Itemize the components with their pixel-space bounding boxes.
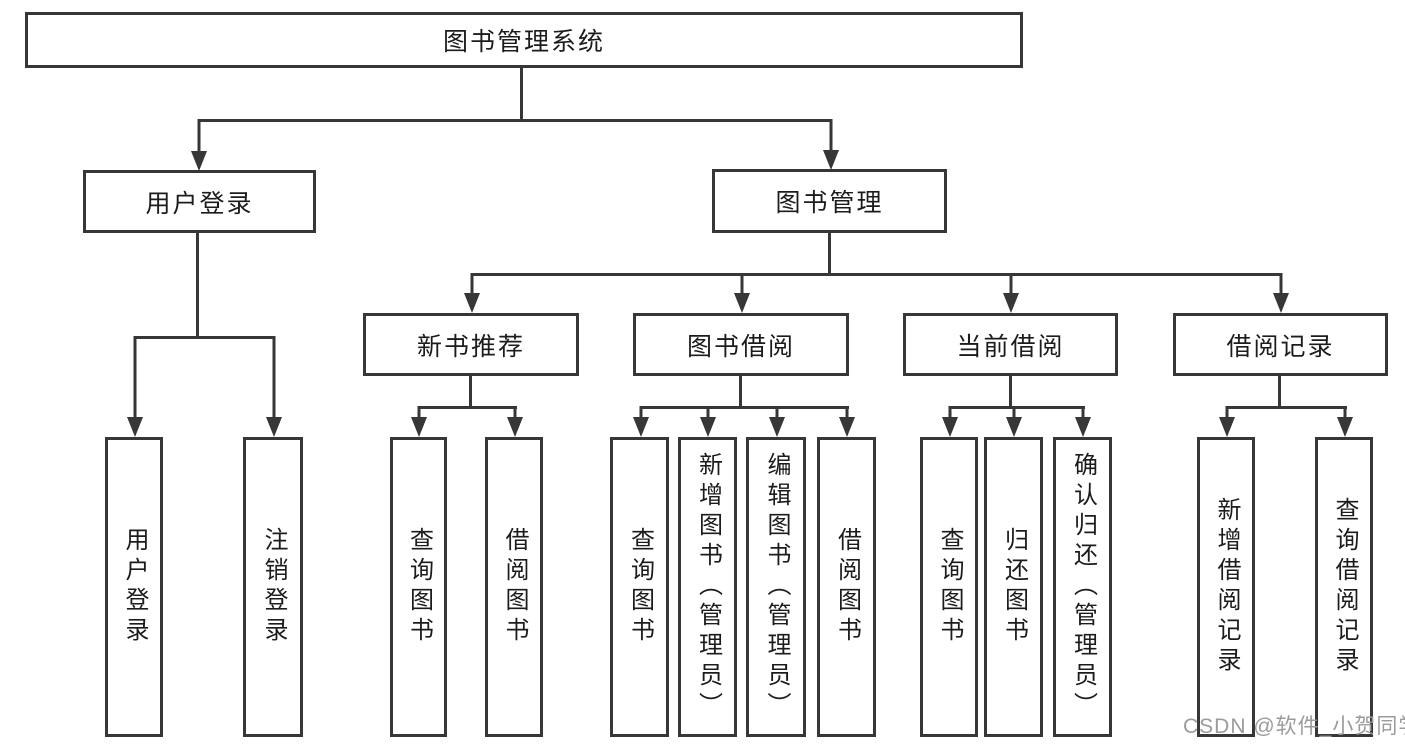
leaf-user-login: 用户登录	[105, 437, 163, 737]
arrow-to-new-book-recommendation-icon	[463, 273, 480, 313]
connector-book-management-split	[471, 273, 1282, 276]
arrow-to-leaf-borrow-books-2-icon	[838, 406, 855, 437]
node-root: 图书管理系统	[25, 12, 1023, 68]
leaf-query-books-2-label: 查询图书	[626, 527, 654, 647]
arrow-to-leaf-confirm-return-icon	[1074, 406, 1091, 437]
connector-book-borrowing-stem	[739, 376, 742, 409]
arrow-to-user-login-icon	[190, 119, 207, 171]
arrow-to-leaf-query-books-1-icon	[410, 406, 427, 437]
arrow-to-leaf-borrow-books-1-icon	[506, 406, 523, 437]
arrow-to-leaf-return-books-icon	[1005, 406, 1022, 437]
arrow-to-book-management-icon	[822, 119, 839, 170]
node-new-book-recommendation-label: 新书推荐	[416, 332, 525, 361]
leaf-query-books-1-label: 查询图书	[405, 527, 433, 647]
connector-new-book-stem	[469, 376, 472, 409]
connector-user-login-stem	[196, 233, 199, 339]
leaf-add-borrow-record: 新增借阅记录	[1197, 437, 1255, 737]
leaf-user-login-label: 用户登录	[120, 527, 148, 647]
node-borrowing-records-label: 借阅记录	[1226, 332, 1335, 361]
leaf-borrow-books-2: 借阅图书	[817, 437, 876, 737]
arrow-to-leaf-query-borrow-record-icon	[1336, 406, 1353, 437]
node-root-label: 图书管理系统	[442, 28, 605, 56]
arrow-to-borrowing-records-icon	[1272, 273, 1289, 313]
connector-root-split	[198, 119, 832, 122]
arrow-to-leaf-query-books-3-icon	[941, 406, 958, 437]
leaf-query-books-1: 查询图书	[390, 437, 447, 737]
leaf-logout: 注销登录	[243, 437, 303, 737]
arrow-to-leaf-logout-icon	[265, 336, 282, 437]
leaf-query-borrow-record-label: 查询借阅记录	[1330, 497, 1358, 677]
leaf-borrow-books-2-label: 借阅图书	[833, 527, 861, 647]
csdn-watermark: CSDN @软件_小贺同学	[1183, 715, 1405, 738]
connector-root-stem	[520, 67, 523, 122]
leaf-edit-books-admin: 编辑图书（管理员）	[746, 437, 806, 737]
leaf-logout-label: 注销登录	[259, 527, 287, 647]
leaf-query-borrow-record: 查询借阅记录	[1315, 437, 1373, 737]
node-book-borrowing: 图书借阅	[633, 313, 849, 376]
connector-borrowing-records-split	[1226, 406, 1347, 409]
leaf-confirm-return-admin-label: 确认归还（管理员）	[1069, 452, 1097, 722]
node-borrowing-records: 借阅记录	[1173, 313, 1388, 376]
connector-current-borrowing-stem	[1009, 376, 1012, 409]
node-user-login-label: 用户登录	[145, 189, 254, 218]
arrow-to-leaf-user-login-icon	[126, 336, 143, 437]
leaf-return-books: 归还图书	[984, 437, 1043, 737]
connector-book-management-stem	[828, 233, 831, 276]
node-current-borrowing-label: 当前借阅	[956, 332, 1065, 361]
arrow-to-leaf-query-books-2-icon	[632, 406, 649, 437]
arrow-to-current-borrowing-icon	[1002, 273, 1019, 313]
arrow-to-book-borrowing-icon	[733, 273, 750, 313]
node-new-book-recommendation: 新书推荐	[363, 313, 579, 376]
leaf-add-borrow-record-label: 新增借阅记录	[1212, 497, 1240, 677]
connector-borrowing-records-stem	[1278, 376, 1281, 409]
leaf-return-books-label: 归还图书	[1000, 527, 1028, 647]
node-book-borrowing-label: 图书借阅	[686, 332, 795, 361]
leaf-add-books-admin: 新增图书（管理员）	[678, 437, 737, 737]
connector-user-login-split	[134, 336, 275, 339]
node-book-management: 图书管理	[712, 169, 947, 233]
connector-new-book-split	[418, 406, 517, 409]
leaf-add-books-admin-label: 新增图书（管理员）	[694, 452, 722, 722]
arrow-to-leaf-add-books-icon	[699, 406, 716, 437]
leaf-query-books-2: 查询图书	[610, 437, 669, 737]
leaf-confirm-return-admin: 确认归还（管理员）	[1053, 437, 1112, 737]
arrow-to-leaf-edit-books-icon	[768, 406, 785, 437]
connector-book-borrowing-split	[640, 406, 849, 409]
arrow-to-leaf-add-borrow-record-icon	[1218, 406, 1235, 437]
node-current-borrowing: 当前借阅	[903, 313, 1118, 376]
leaf-borrow-books-1-label: 借阅图书	[500, 527, 528, 647]
leaf-query-books-3-label: 查询图书	[935, 527, 963, 647]
node-book-management-label: 图书管理	[775, 189, 884, 217]
leaf-borrow-books-1: 借阅图书	[485, 437, 543, 737]
leaf-query-books-3: 查询图书	[920, 437, 978, 737]
node-user-login: 用户登录	[83, 170, 316, 233]
leaf-edit-books-admin-label: 编辑图书（管理员）	[762, 452, 790, 722]
